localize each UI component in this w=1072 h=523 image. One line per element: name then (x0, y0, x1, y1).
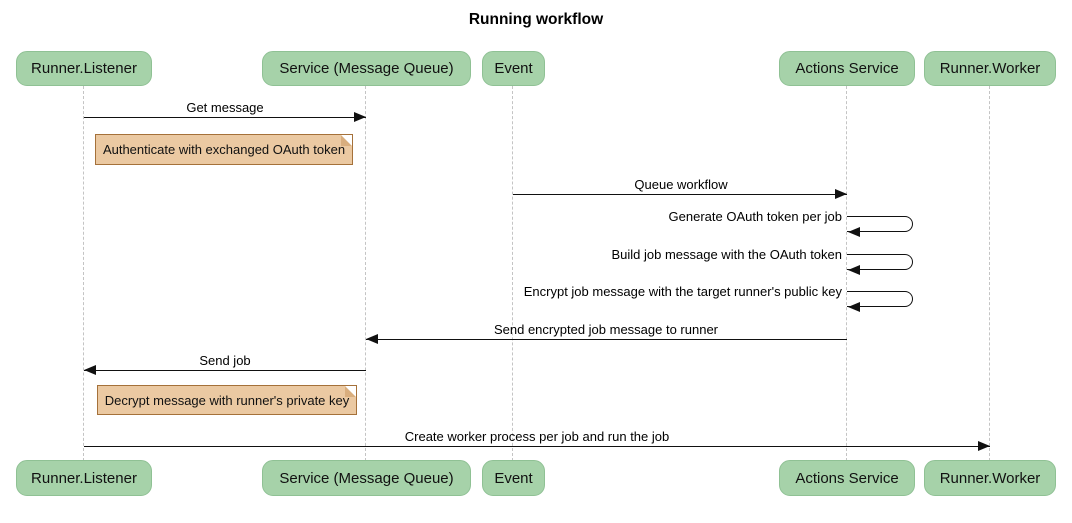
actor-bottom-runner-listener: Runner.Listener (16, 460, 152, 496)
message-label-generate-oauth-token: Generate OAuth token per job (668, 209, 842, 224)
actor-bottom-service-message-queue: Service (Message Queue) (262, 460, 471, 496)
message-label-send-job: Send job (199, 353, 251, 368)
actor-top-service-message-queue: Service (Message Queue) (262, 51, 471, 86)
lifeline-service-message-queue (365, 86, 366, 461)
message-label-build-job-message: Build job message with the OAuth token (611, 247, 842, 262)
arrowhead-left-icon (366, 334, 378, 344)
lifeline-event (512, 86, 513, 461)
diagram-title: Running workflow (468, 11, 604, 28)
message-label-send-encrypted: Send encrypted job message to runner (493, 322, 719, 337)
lifeline-runner-worker (989, 86, 990, 461)
arrowhead-left-icon (848, 302, 860, 312)
note-authenticate: Authenticate with exchanged OAuth token (95, 134, 353, 165)
self-message-loop (847, 216, 913, 232)
message-label-queue-workflow: Queue workflow (634, 177, 728, 192)
arrowhead-left-icon (848, 265, 860, 275)
arrowhead-left-icon (84, 365, 96, 375)
lifeline-actions-service (846, 86, 847, 461)
actor-bottom-event: Event (482, 460, 545, 496)
actor-bottom-actions-service: Actions Service (779, 460, 915, 496)
message-line-send-job (84, 370, 366, 371)
arrowhead-right-icon (978, 441, 990, 451)
actor-top-event: Event (482, 51, 545, 86)
actor-top-runner-worker: Runner.Worker (924, 51, 1056, 86)
lifeline-runner-listener (83, 86, 84, 461)
self-message-loop (847, 291, 913, 307)
arrowhead-left-icon (848, 227, 860, 237)
message-line-get-message (84, 117, 366, 118)
message-line-queue-workflow (513, 194, 847, 195)
message-label-create-worker: Create worker process per job and run th… (404, 429, 670, 444)
message-label-encrypt-job-message: Encrypt job message with the target runn… (523, 284, 842, 299)
message-label-get-message: Get message (186, 100, 264, 115)
arrowhead-right-icon (835, 189, 847, 199)
message-line-send-encrypted (366, 339, 847, 340)
actor-top-runner-listener: Runner.Listener (16, 51, 152, 86)
message-line-create-worker (84, 446, 990, 447)
note-decrypt: Decrypt message with runner's private ke… (97, 385, 357, 415)
self-message-loop (847, 254, 913, 270)
actor-top-actions-service: Actions Service (779, 51, 915, 86)
arrowhead-right-icon (354, 112, 366, 122)
actor-bottom-runner-worker: Runner.Worker (924, 460, 1056, 496)
